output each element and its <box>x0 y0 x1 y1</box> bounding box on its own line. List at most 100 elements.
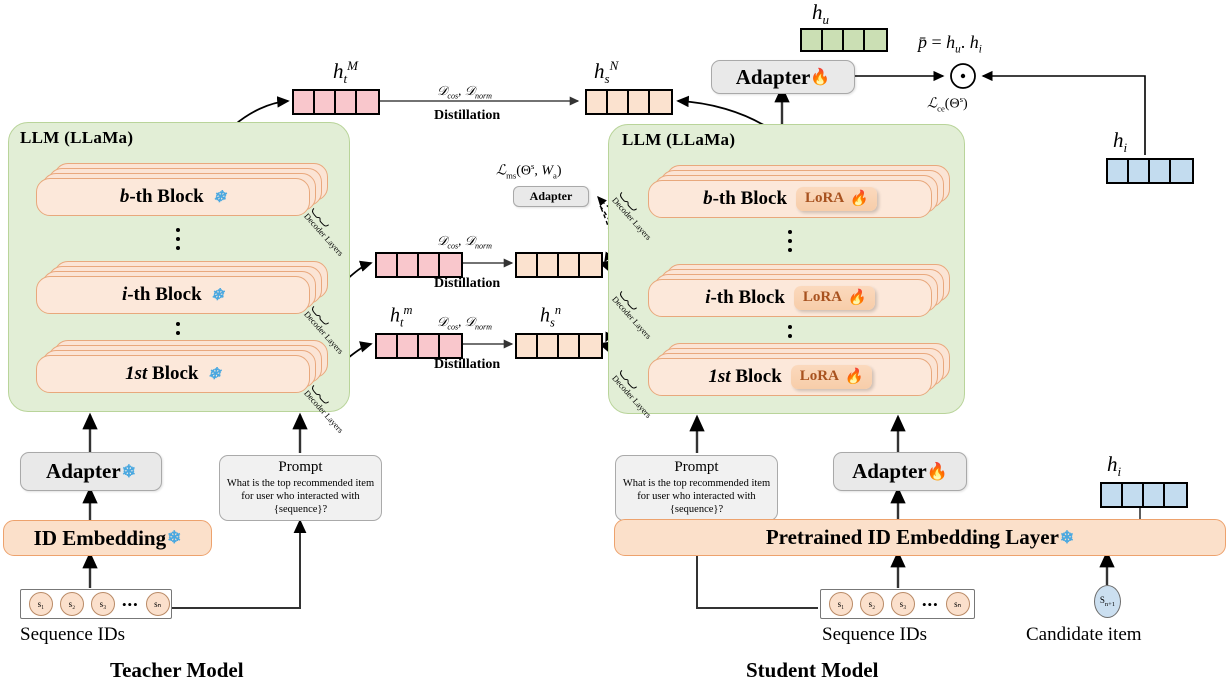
hidden-state-h-i-bottom <box>1100 482 1188 508</box>
hidden-state-h-u <box>800 28 888 52</box>
student-decoder-layers-i: Decoder Layers <box>610 290 659 341</box>
block-index-italic: i <box>705 287 711 308</box>
lora-badge[interactable]: LoRA 🔥 <box>790 365 872 389</box>
student-block-1st[interactable]: 1st Block LoRA 🔥 <box>648 343 950 396</box>
teacher-decoder-layers-1st: Decoder Layers <box>302 384 351 435</box>
student-adapter-bottom-label: Adapter <box>852 459 927 483</box>
sequence-id-chip: s₃ <box>891 592 915 616</box>
flame-icon: 🔥 <box>843 369 863 385</box>
teacher-sequence-ids[interactable]: s₁ s₂ s₃ ••• sₙ <box>20 589 172 619</box>
sequence-id-chip: s₁ <box>29 592 53 616</box>
block-body[interactable]: b-th Block LoRA 🔥 <box>648 180 932 218</box>
block-index-italic: b <box>119 186 130 207</box>
hidden-state-h-s-n <box>515 333 603 359</box>
teacher-id-embedding-label: ID Embedding <box>33 525 167 550</box>
block-index-italic: 1st <box>708 366 731 387</box>
loss-ce-label: ℒce(Θs) <box>927 94 968 114</box>
student-pretrained-id-embedding[interactable]: Pretrained ID Embedding Layer ❄ <box>614 519 1226 556</box>
teacher-prompt-box[interactable]: Prompt What is the top recommended item … <box>219 455 382 521</box>
block-index-rest: Block <box>730 366 782 387</box>
hidden-state-h-i-bottom-label: hi <box>1107 452 1122 480</box>
snowflake-icon: ❄ <box>212 189 227 206</box>
distillation-label-middle: Distillation <box>434 276 501 291</box>
student-block-1st-label: 1st Block LoRA 🔥 <box>708 365 872 389</box>
student-mid-adapter[interactable]: Adapter <box>513 186 589 207</box>
block-body[interactable]: 1st Block ❄ <box>36 355 310 393</box>
student-model-caption: Student Model <box>746 658 879 682</box>
candidate-item-id: Sn+1 <box>1099 595 1116 608</box>
lora-label: LoRA <box>799 368 839 384</box>
student-ellipsis-1 <box>788 230 792 252</box>
teacher-model-caption: Teacher Model <box>110 658 244 682</box>
lora-badge[interactable]: LoRA 🔥 <box>793 286 875 310</box>
teacher-llm-title: LLM (LLaMa) <box>20 128 134 147</box>
teacher-decoder-layers-b: Decoder Layers <box>302 207 351 258</box>
teacher-block-b[interactable]: b-th Block ❄ <box>36 163 328 216</box>
flame-icon: 🔥 <box>849 191 868 207</box>
distillation-label-bottom: Distillation <box>434 357 501 372</box>
prediction-formula: p̄ = hu. hi <box>918 32 982 56</box>
block-body[interactable]: 1st Block LoRA 🔥 <box>648 358 932 396</box>
student-adapter-top-label: Adapter <box>735 64 811 89</box>
hidden-state-h-t-M <box>292 89 380 115</box>
distillation-label-top: Distillation <box>434 108 501 123</box>
block-index-italic: b <box>703 188 713 209</box>
block-index-rest: -th Block <box>127 284 202 305</box>
student-block-b-label: b-th Block LoRA 🔥 <box>703 187 877 211</box>
candidate-item-caption: Candidate item <box>1026 624 1142 645</box>
teacher-prompt-title: Prompt <box>278 459 323 475</box>
block-body[interactable]: i-th Block ❄ <box>36 276 310 314</box>
teacher-block-1st[interactable]: 1st Block ❄ <box>36 340 328 393</box>
dot-product-node-hit[interactable] <box>951 64 975 88</box>
student-block-b[interactable]: b-th Block LoRA 🔥 <box>648 165 950 218</box>
sequence-ellipsis: ••• <box>922 596 939 612</box>
teacher-id-embedding[interactable]: ID Embedding ❄ <box>3 520 212 556</box>
block-index-rest: -th Block <box>710 287 785 308</box>
candidate-item-node[interactable]: Sn+1 <box>1094 585 1121 618</box>
distillation-metric-top: 𝒟cos, 𝒟norm <box>437 83 492 101</box>
hidden-state-h-t-i <box>375 252 463 278</box>
student-prompt-box[interactable]: Prompt What is the top recommended item … <box>615 455 778 521</box>
sequence-id-chip: sₙ <box>945 592 970 616</box>
flame-icon: 🔥 <box>810 69 831 86</box>
lora-label: LoRA <box>805 190 845 206</box>
lora-badge[interactable]: LoRA 🔥 <box>796 187 877 211</box>
teacher-sequence-caption: Sequence IDs <box>20 624 125 645</box>
loss-ms-label: ℒms(Θs, Wa) <box>496 161 562 181</box>
hidden-state-h-s-N <box>585 89 673 115</box>
sequence-id-chip: s₁ <box>829 592 853 616</box>
teacher-ellipsis-1 <box>176 228 180 250</box>
block-index-rest: Block <box>147 363 199 384</box>
teacher-decoder-layers-i: Decoder Layers <box>302 305 351 356</box>
teacher-adapter[interactable]: Adapter ❄ <box>20 452 162 491</box>
student-block-i-label: i-th Block LoRA 🔥 <box>705 286 875 310</box>
hidden-state-h-t-M-label: htM <box>333 58 358 87</box>
snowflake-icon: ❄ <box>167 528 182 547</box>
teacher-prompt-body: What is the top recommended item for use… <box>226 477 375 515</box>
student-prompt-title: Prompt <box>674 459 719 475</box>
student-decoder-layers-1st: Decoder Layers <box>610 369 659 420</box>
block-index-rest: -th Block <box>129 186 204 207</box>
student-sequence-caption: Sequence IDs <box>822 624 927 645</box>
hidden-state-h-i-top <box>1106 158 1194 184</box>
student-sequence-ids[interactable]: s₁ s₂ s₃ ••• sₙ <box>820 589 975 619</box>
student-block-i[interactable]: i-th Block LoRA 🔥 <box>648 264 950 317</box>
snowflake-icon: ❄ <box>1059 527 1075 547</box>
snowflake-icon: ❄ <box>207 366 221 383</box>
hidden-state-h-s-i <box>515 252 603 278</box>
distillation-metric-middle: 𝒟cos, 𝒟norm <box>437 233 492 251</box>
sequence-id-chip: s₂ <box>860 592 884 616</box>
student-adapter-top[interactable]: Adapter 🔥 <box>711 60 855 94</box>
student-adapter-bottom[interactable]: Adapter 🔥 <box>833 452 967 491</box>
teacher-block-i[interactable]: i-th Block ❄ <box>36 261 328 314</box>
student-mid-adapter-label: Adapter <box>529 189 573 203</box>
teacher-adapter-label: Adapter <box>46 459 121 483</box>
lora-label: LoRA <box>802 289 843 305</box>
block-index-rest: -th Block <box>712 188 788 209</box>
snowflake-icon: ❄ <box>210 287 225 304</box>
student-decoder-layers-b: Decoder Layers <box>610 191 659 242</box>
block-body[interactable]: b-th Block ❄ <box>36 178 310 216</box>
snowflake-icon: ❄ <box>121 461 136 481</box>
block-body[interactable]: i-th Block LoRA 🔥 <box>648 279 932 317</box>
